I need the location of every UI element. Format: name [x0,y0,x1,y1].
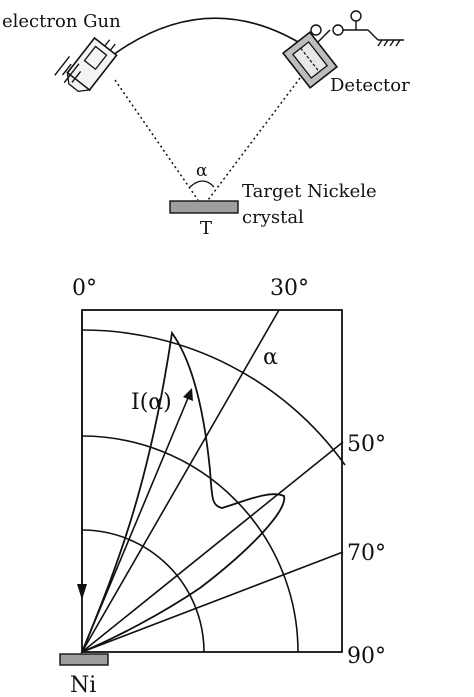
intensity-arc-3 [81,329,346,466]
plot-frame [81,309,343,653]
radial-line-50 [81,441,344,653]
gun-battery-icon [54,55,82,84]
nickel-sample-plate [59,653,109,666]
target-nickel-plate [169,200,239,214]
angle-label-90: 90° [347,644,386,669]
target-letter: T [200,218,212,239]
plot-alpha-label: α [263,345,278,370]
radial-line-30 [81,309,280,653]
target-label-line1: Target Nickele [242,181,377,202]
detector-label: Detector [330,75,410,96]
scattering-angle-arc [189,180,215,188]
polar-intensity-plot: 0° 30° 50° 70° 90° α I(α) Ni [59,276,386,697]
scattering-angle-label: α [196,161,208,181]
incident-beam [114,79,199,201]
target-label-line2: crystal [242,207,304,228]
detector-icon [281,31,339,89]
electron-gun-icon [66,36,118,93]
apparatus-schematic: α electron Gun [2,10,410,239]
angle-label-50: 50° [347,432,386,457]
detector-circuit [310,10,404,47]
angle-label-70: 70° [347,541,386,566]
intensity-arc-2 [81,435,299,653]
gun-detector-arc [112,17,309,56]
intensity-lobe-curve [80,330,286,654]
intensity-arc-1 [81,529,205,653]
angle-label-0: 0° [72,276,97,301]
radial-line-70 [81,551,344,653]
electron-gun-label: electron Gun [2,11,121,32]
intensity-arrow-head [183,388,193,401]
intensity-label: I(α) [131,390,172,415]
angle-label-30: 30° [270,276,309,301]
incident-arrow-head [77,584,87,600]
sample-label: Ni [70,673,96,697]
scattered-beam [207,77,301,201]
